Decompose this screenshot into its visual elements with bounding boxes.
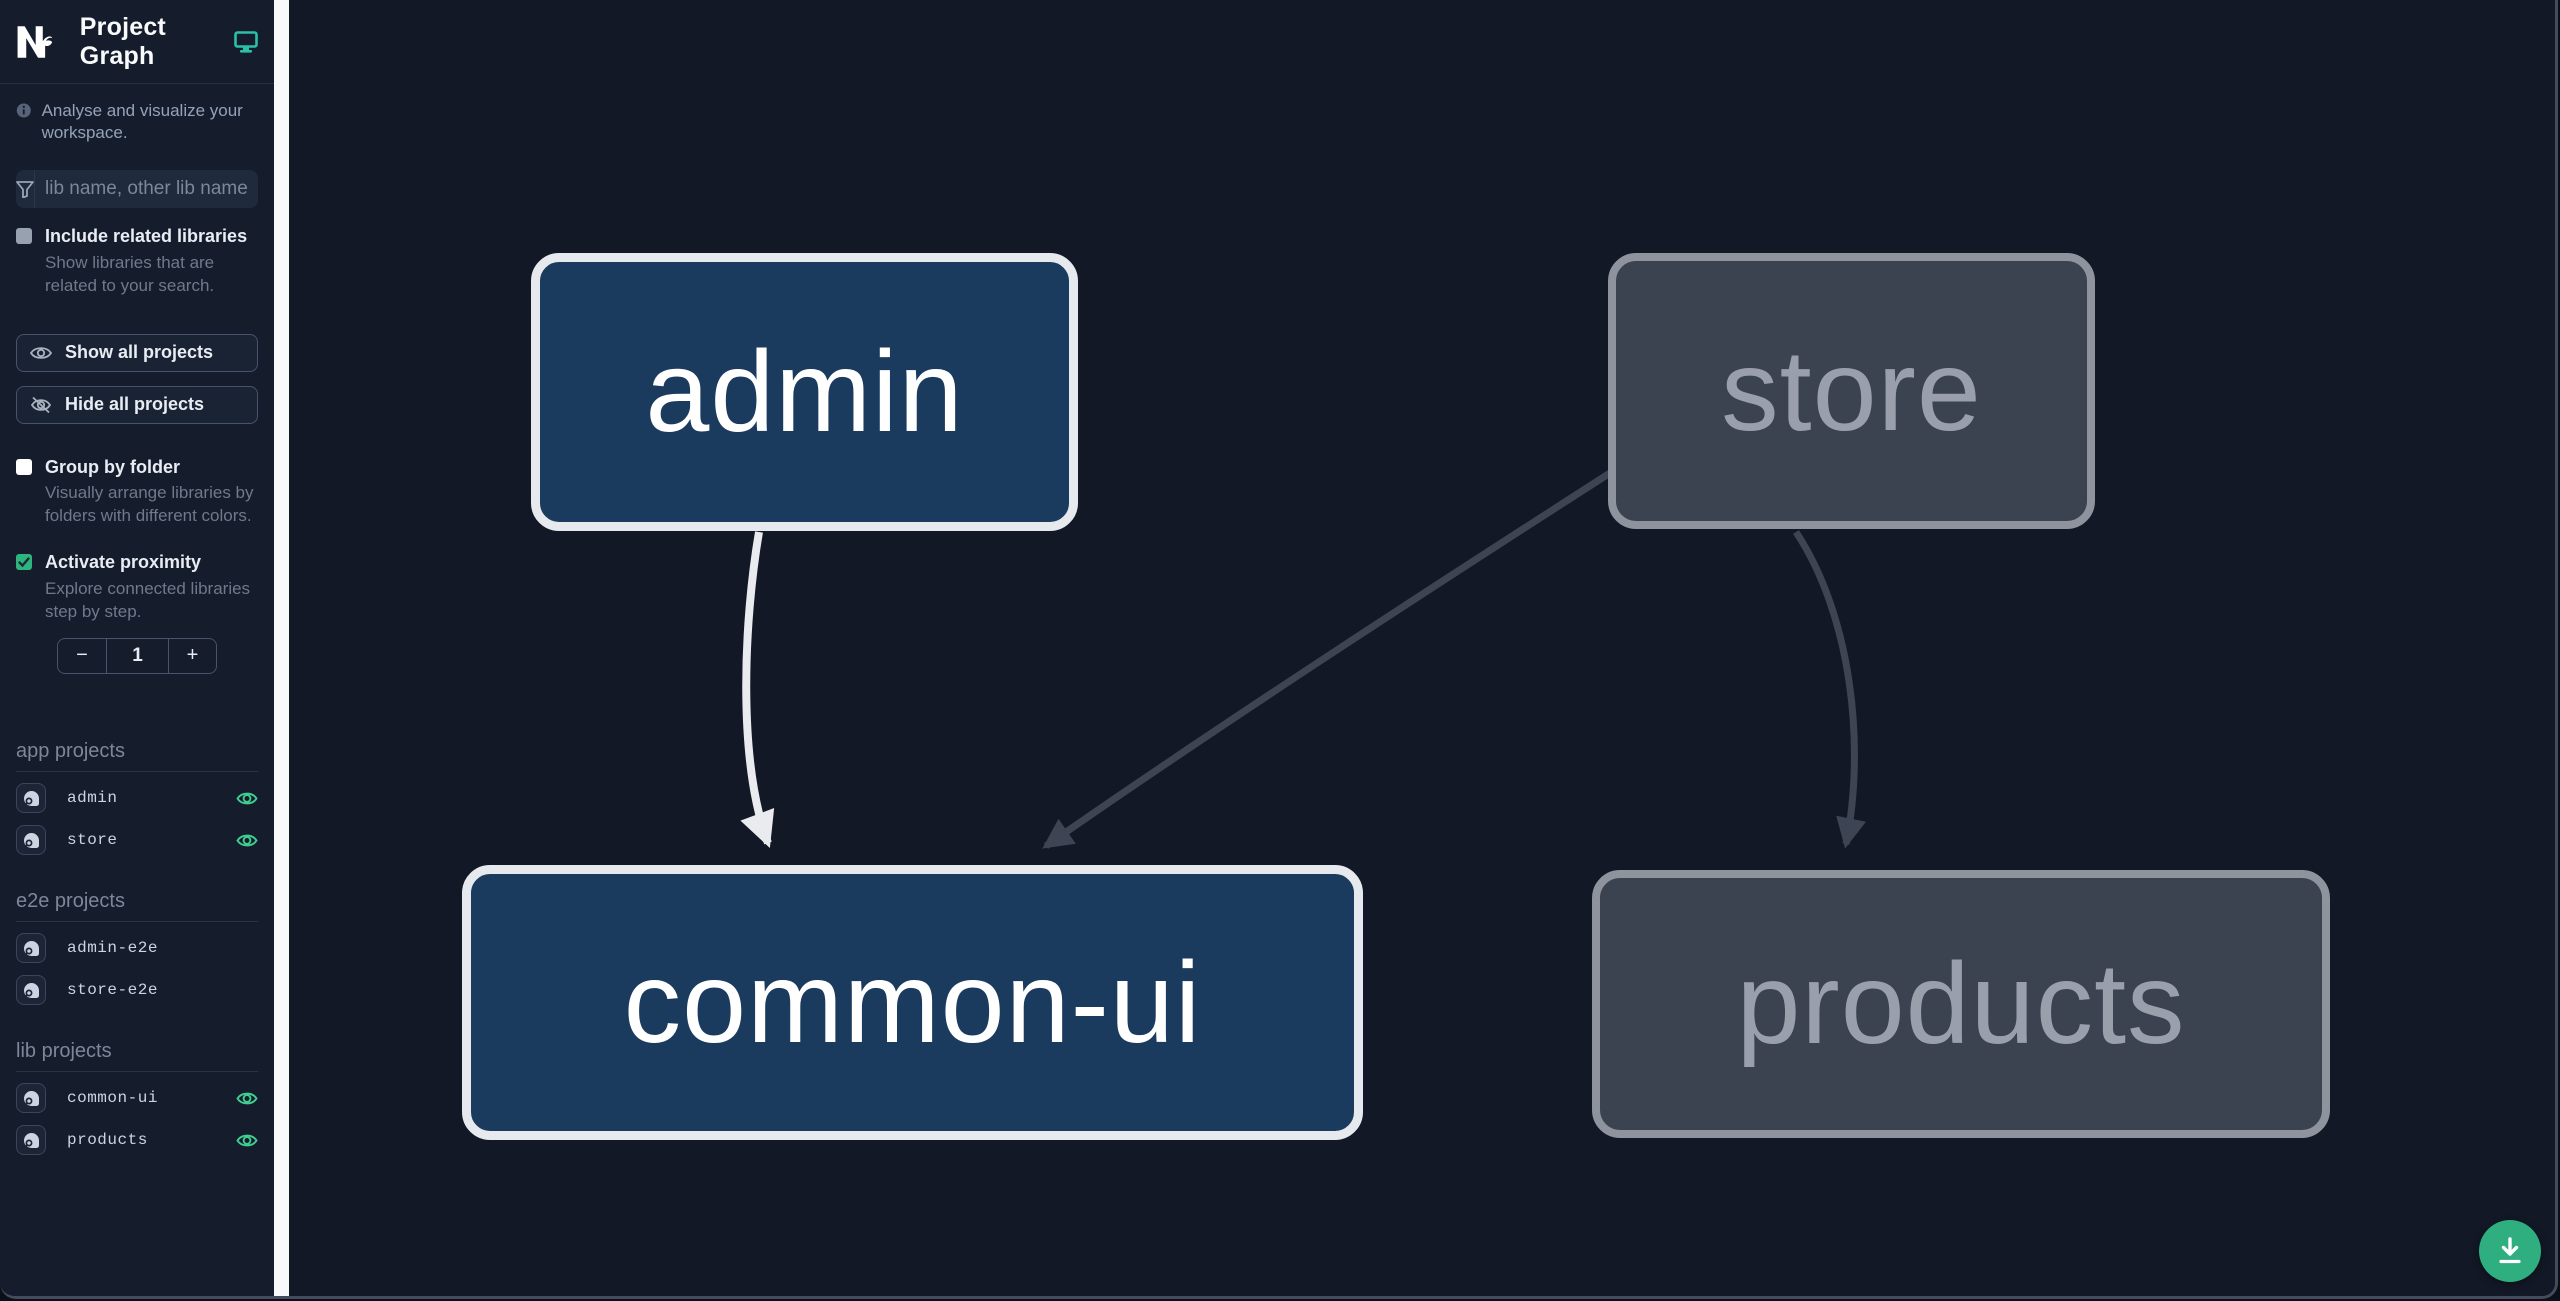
- funnel-icon: [16, 170, 35, 209]
- eye-off-icon: [30, 396, 52, 413]
- project-row: admin: [16, 783, 258, 814]
- project-name[interactable]: store-e2e: [67, 981, 158, 1000]
- focus-icon: [23, 982, 39, 998]
- node-label: store: [1721, 327, 1982, 455]
- node-label: common-ui: [623, 938, 1202, 1067]
- proximity-value: 1: [132, 644, 143, 666]
- project-row: products: [16, 1125, 258, 1156]
- filter-box: [16, 170, 258, 209]
- focus-icon: [23, 790, 39, 806]
- proximity-decrement-button[interactable]: −: [58, 638, 107, 673]
- focus-project-button[interactable]: [16, 783, 46, 814]
- graph-edges: [740, 470, 1866, 849]
- project-row: store-e2e: [16, 975, 258, 1006]
- theme-toggle-button[interactable]: [234, 30, 258, 53]
- graph-node-admin[interactable]: admin: [531, 253, 1078, 531]
- include-related-description: Show libraries that are related to your …: [45, 252, 215, 295]
- project-section: lib projects common-ui products: [0, 1040, 274, 1156]
- section-heading: lib projects: [16, 1040, 258, 1072]
- project-name[interactable]: common-ui: [67, 1089, 158, 1108]
- eye-icon[interactable]: [236, 1090, 258, 1107]
- focus-icon: [23, 832, 39, 848]
- graph-node-products[interactable]: products: [1592, 870, 2330, 1138]
- include-related-label: Include related libraries: [45, 226, 248, 247]
- focus-icon: [23, 940, 39, 956]
- info-text: Analyse and visualize your workspace.: [41, 101, 243, 143]
- hide-all-projects-button[interactable]: Hide all projects: [16, 385, 258, 424]
- proximity-stepper: − 1 +: [57, 637, 217, 674]
- eye-icon[interactable]: [236, 790, 258, 807]
- section-list: admin-e2e store-e2e: [16, 933, 258, 1006]
- graph-canvas[interactable]: admin store common-ui products: [289, 0, 2555, 1296]
- sidebar: Project Graph Analyse and visualize your…: [0, 0, 274, 1296]
- proximity-increment-button[interactable]: +: [168, 638, 216, 673]
- project-name[interactable]: store: [67, 831, 118, 850]
- section-heading: app projects: [16, 740, 258, 772]
- focus-project-button[interactable]: [16, 1125, 46, 1156]
- info-icon: [16, 103, 31, 118]
- focus-icon: [23, 1132, 39, 1148]
- edge-store-products: [1793, 530, 1866, 849]
- group-by-folder-description: Visually arrange libraries by folders wi…: [45, 483, 254, 526]
- check-icon: [18, 557, 30, 568]
- show-all-label: Show all projects: [65, 342, 214, 363]
- group-by-folder-label: Group by folder: [45, 456, 180, 477]
- project-name[interactable]: admin: [67, 789, 118, 808]
- include-related-option: Include related libraries Show libraries…: [0, 208, 274, 297]
- sidebar-header: Project Graph: [0, 0, 274, 84]
- download-icon: [2499, 1237, 2521, 1264]
- node-label: admin: [645, 328, 964, 456]
- edge-admin-common-ui: [740, 531, 775, 849]
- download-image-button[interactable]: [2479, 1220, 2541, 1282]
- project-name[interactable]: products: [67, 1131, 148, 1150]
- hide-all-label: Hide all projects: [65, 394, 205, 415]
- proximity-description: Explore connected libraries step by step…: [45, 578, 251, 621]
- show-all-projects-button[interactable]: Show all projects: [16, 333, 258, 372]
- project-section: e2e projects admin-e2e store-e2e: [0, 890, 274, 1006]
- filter-input[interactable]: [35, 178, 258, 201]
- section-heading: e2e projects: [16, 890, 258, 922]
- group-by-folder-checkbox[interactable]: [16, 458, 32, 475]
- focus-project-button[interactable]: [16, 1083, 46, 1114]
- proximity-label: Activate proximity: [45, 552, 202, 573]
- eye-icon[interactable]: [236, 832, 258, 849]
- proximity-checkbox[interactable]: [16, 554, 32, 571]
- focus-project-button[interactable]: [16, 825, 46, 856]
- graph-node-common-ui[interactable]: common-ui: [462, 865, 1363, 1140]
- focus-project-button[interactable]: [16, 933, 46, 964]
- page-title: Project Graph: [79, 12, 166, 70]
- node-label: products: [1736, 940, 2186, 1068]
- group-by-folder-option: Group by folder Visually arrange librari…: [0, 424, 274, 528]
- proximity-option: Activate proximity Explore connected lib…: [0, 528, 274, 623]
- project-row: store: [16, 825, 258, 856]
- info-row: Analyse and visualize your workspace.: [0, 84, 274, 144]
- focus-icon: [23, 1090, 39, 1106]
- edge-store-common-ui: [1042, 470, 1612, 849]
- project-row: common-ui: [16, 1083, 258, 1114]
- graph-node-store[interactable]: store: [1608, 253, 2095, 529]
- project-row: admin-e2e: [16, 933, 258, 964]
- project-section: app projects admin store: [0, 740, 274, 856]
- project-name[interactable]: admin-e2e: [67, 939, 158, 958]
- section-list: common-ui products: [16, 1083, 258, 1156]
- focus-project-button[interactable]: [16, 975, 46, 1006]
- eye-icon[interactable]: [236, 1132, 258, 1149]
- monitor-icon: [234, 30, 258, 53]
- sidebar-scrollbar[interactable]: [274, 0, 289, 1296]
- section-list: admin store: [16, 783, 258, 856]
- eye-icon: [30, 346, 52, 359]
- include-related-checkbox[interactable]: [16, 228, 32, 245]
- nx-logo-icon: [17, 25, 53, 58]
- project-sections: app projects admin store: [0, 740, 274, 1190]
